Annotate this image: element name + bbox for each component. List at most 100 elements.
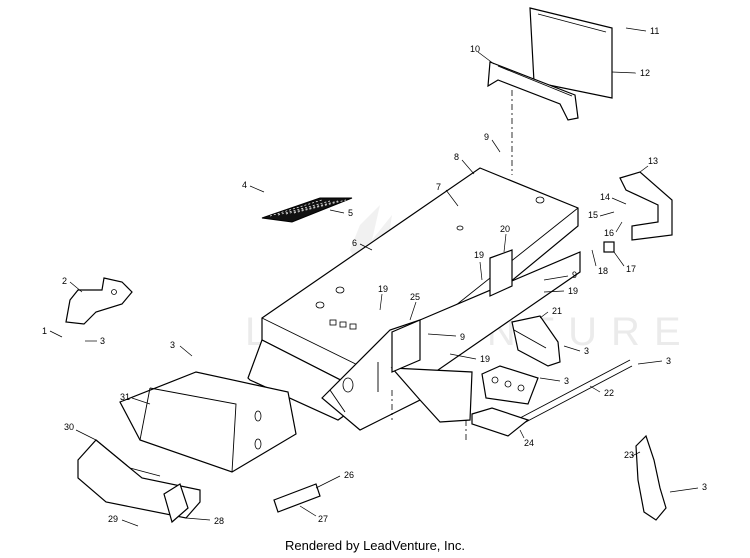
svg-text:19: 19 [568,286,578,296]
part-5-step-plate [261,197,353,223]
callout-28: 28 [185,516,224,526]
callout-3c: 3 [539,376,569,386]
callout-20: 20 [500,224,510,253]
part-12-panel [529,7,613,99]
part-28-plate [163,483,189,524]
callout-3b: 3 [563,345,589,356]
callout-19a: 19 [543,286,578,296]
svg-text:14: 14 [600,192,610,202]
callout-12: 12 [611,68,650,78]
svg-text:18: 18 [598,266,608,276]
callout-10: 10 [470,44,495,65]
callout-9b: 9 [543,270,577,281]
svg-text:31: 31 [120,392,130,402]
part-20-plate [489,249,513,297]
svg-text:11: 11 [650,26,659,36]
svg-text:17: 17 [626,264,636,274]
svg-text:12: 12 [640,68,650,78]
callout-3a: 3 [85,336,105,346]
callout-29: 29 [108,514,139,527]
callout-6: 6 [352,238,373,251]
callout-3f: 3 [170,340,193,357]
callout-18: 18 [591,249,608,276]
callout-3e: 3 [669,482,707,493]
svg-text:25: 25 [410,292,420,302]
callout-1: 1 [42,326,63,338]
svg-text:9: 9 [484,132,489,142]
svg-text:28: 28 [214,516,224,526]
svg-text:19: 19 [474,250,484,260]
callout-25: 25 [409,292,420,321]
svg-text:30: 30 [64,422,74,432]
part-13-tube [619,171,673,241]
svg-text:16: 16 [604,228,614,238]
callout-7: 7 [436,182,459,207]
svg-text:26: 26 [344,470,354,480]
callout-17: 17 [603,241,636,274]
callout-13: 13 [639,156,658,173]
part-2-bracket [65,277,133,325]
callout-3d: 3 [637,356,671,366]
svg-text:13: 13 [648,156,658,166]
callout-19c: 19 [378,284,388,311]
part-31-seat-box [119,371,297,473]
callout-9a: 9 [484,132,501,153]
svg-text:21: 21 [552,306,562,316]
svg-text:3: 3 [584,346,589,356]
callout-16: 16 [604,221,623,238]
part-27-bar [273,483,321,513]
svg-text:5: 5 [348,208,353,218]
footer-credit: Rendered by LeadVenture, Inc. [285,538,465,553]
svg-text:1: 1 [42,326,47,336]
callout-30: 30 [64,422,97,441]
part-block [481,365,539,405]
svg-text:4: 4 [242,180,247,190]
svg-text:19: 19 [480,354,490,364]
callout-14: 14 [600,192,627,205]
callout-5: 5 [329,208,353,218]
svg-text:2: 2 [62,276,67,286]
svg-text:8: 8 [454,152,459,162]
callout-15: 15 [588,210,615,220]
callout-24: 24 [519,429,534,448]
svg-text:9: 9 [460,332,465,342]
svg-text:10: 10 [470,44,480,54]
svg-text:6: 6 [352,238,357,248]
svg-text:20: 20 [500,224,510,234]
svg-text:3: 3 [702,482,707,492]
callout-31: 31 [120,392,151,405]
svg-text:3: 3 [100,336,105,346]
callout-27: 27 [299,505,328,524]
part-25-plate [391,319,421,373]
svg-text:7: 7 [436,182,441,192]
part-22-rod [519,359,633,425]
part-23-bracket [635,434,667,521]
svg-text:29: 29 [108,514,118,524]
svg-text:3: 3 [170,340,175,350]
part-24-fork [471,407,530,437]
callout-19b: 19 [474,250,484,281]
svg-text:15: 15 [588,210,598,220]
svg-text:9: 9 [572,270,577,280]
svg-text:3: 3 [666,356,671,366]
part-10-bracket [487,61,579,121]
callout-22: 22 [589,385,614,398]
svg-text:27: 27 [318,514,328,524]
svg-text:24: 24 [524,438,534,448]
svg-text:3: 3 [564,376,569,386]
svg-text:19: 19 [378,284,388,294]
callout-2: 2 [62,276,83,293]
callout-11: 11 [625,26,659,36]
svg-text:23: 23 [624,450,634,460]
callout-9c: 9 [427,332,465,342]
callout-4: 4 [242,180,265,193]
part-21-bracket [511,315,561,367]
callout-23: 23 [624,450,641,460]
callout-8: 8 [454,152,475,175]
part-lower-frame [321,251,581,440]
callout-21: 21 [539,306,562,319]
callout-26: 26 [315,470,354,489]
callout-19d: 19 [449,353,490,364]
svg-text:22: 22 [604,388,614,398]
